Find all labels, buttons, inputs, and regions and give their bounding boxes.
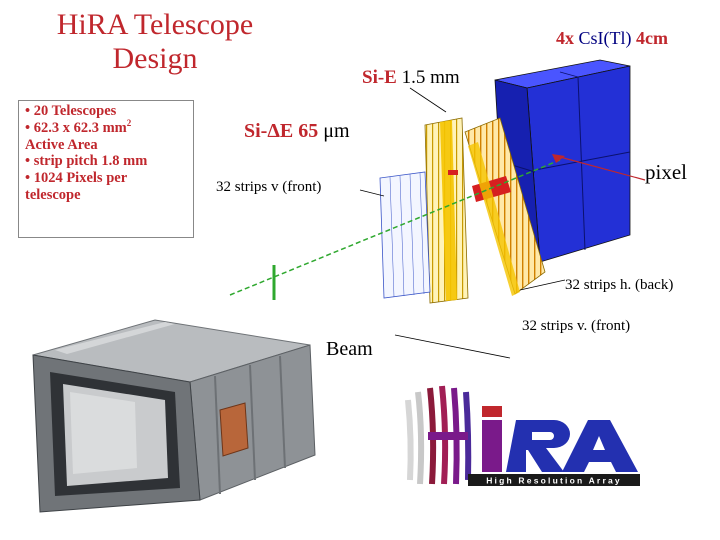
front-strips-label-2: 32 strips v. (front)	[522, 318, 631, 334]
spec-pixels-cont: telescope	[25, 186, 81, 203]
front-strip-plane	[379, 171, 431, 299]
spec-telescopes: • 20 Telescopes	[25, 103, 117, 119]
logo-a	[562, 420, 638, 472]
back-strips-label: 32 strips h. (back)	[565, 277, 674, 293]
pixel-arrow-head	[552, 154, 565, 163]
spec-area: • 62.3 x 62.3 mm2	[25, 117, 132, 136]
logo-r	[506, 420, 570, 472]
pixel-label: pixel	[645, 160, 687, 184]
logo-tagline: High Resolution Array	[486, 476, 622, 486]
si-de-detector	[424, 117, 469, 304]
title-line-2: Design	[112, 42, 198, 75]
si-de-label: Si-ΔE 65 μm	[244, 120, 350, 142]
sie-leader	[409, 87, 447, 113]
page-title: HiRA Telescope Design	[30, 8, 280, 76]
si-e-label: Si-E 1.5 mm	[362, 67, 460, 88]
spec-active-area: Active Area	[25, 136, 98, 153]
beam-label: Beam	[326, 338, 373, 360]
spec-strip-pitch: • strip pitch 1.8 mm	[25, 153, 148, 170]
si-e-detector	[464, 117, 546, 296]
beam-leader	[394, 334, 511, 359]
specs-box: • 20 Telescopes • 62.3 x 62.3 mm2 Active…	[18, 100, 194, 238]
hira-logo: High Resolution Array	[405, 385, 640, 486]
beam-trajectory	[229, 159, 561, 296]
back-leader	[519, 279, 566, 291]
spec-pixels: • 1024 Pixels per	[25, 170, 128, 187]
title-line-1: HiRA Telescope	[56, 8, 254, 41]
telescope-photo	[15, 300, 320, 515]
csi-label: 4x CsI(Tl) 4cm	[556, 28, 668, 48]
front-strips-label: 32 strips v (front)	[216, 179, 322, 195]
side-leader	[359, 189, 385, 197]
front-strip-lines	[389, 172, 425, 298]
pixel-pointer	[559, 156, 646, 181]
